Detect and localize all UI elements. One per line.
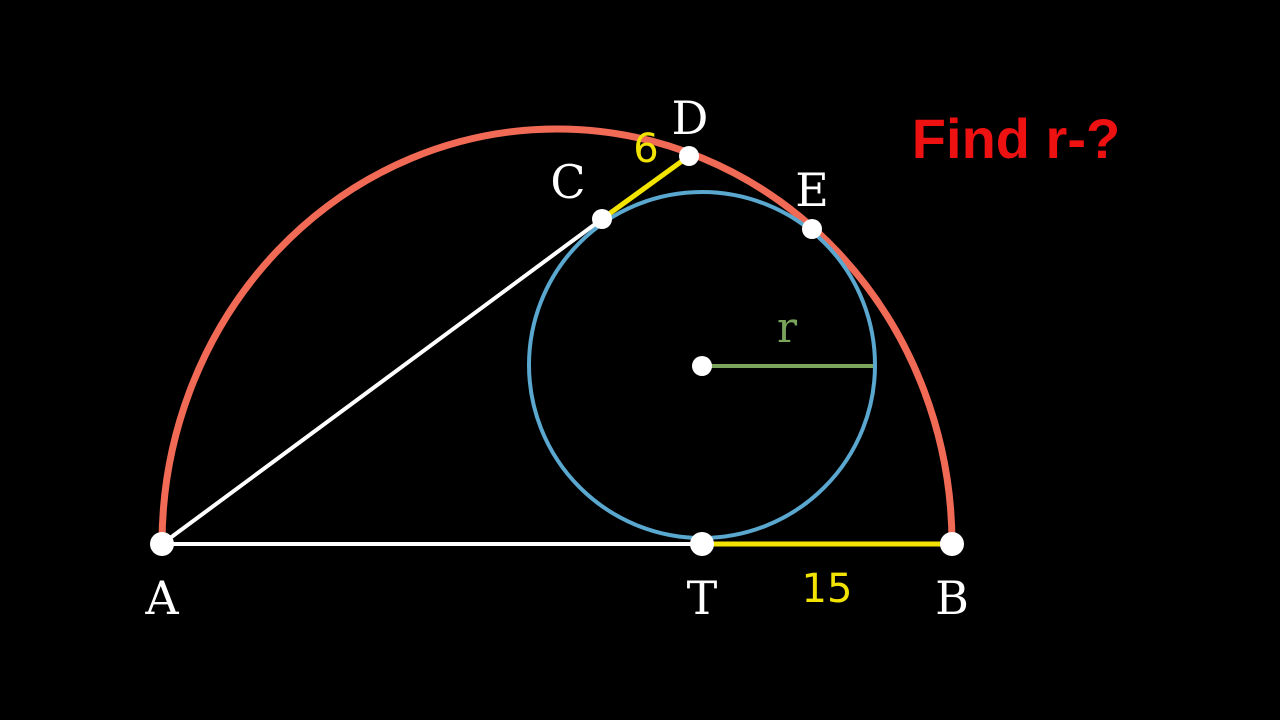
point-A <box>150 532 174 556</box>
segment-CD <box>600 153 691 222</box>
segment-AC <box>160 217 604 546</box>
label-C: C <box>550 155 585 209</box>
semicircle-arc <box>158 125 956 545</box>
point-C <box>592 209 612 229</box>
point-D <box>679 146 699 166</box>
point-E <box>802 219 822 239</box>
point-B <box>940 532 964 556</box>
label-B: B <box>935 571 969 625</box>
radius-label: r <box>777 303 798 352</box>
question-title: Find r-? <box>912 107 1120 170</box>
point-T <box>690 532 714 556</box>
label-A: A <box>144 571 179 625</box>
center-point <box>692 356 712 376</box>
label-E: E <box>795 163 829 217</box>
length-label-CD: 6 <box>633 126 658 172</box>
label-D: D <box>672 91 709 145</box>
length-label-TB: 15 <box>802 566 853 612</box>
label-T: T <box>687 571 718 625</box>
